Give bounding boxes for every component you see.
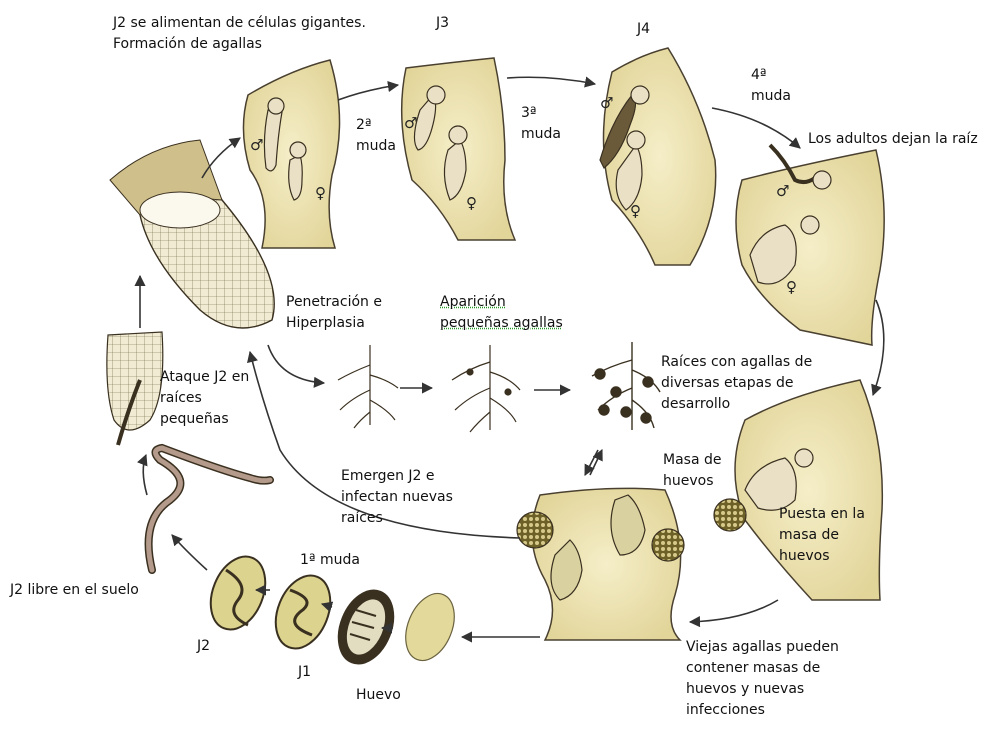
female-symbol-1: ♀ [315,184,326,202]
label-small-galls: Aparición pequeñas agallas [440,292,575,334]
label-j2: J2 [197,636,210,657]
label-egg: Huevo [356,685,401,706]
label-roots-galls: Raíces con agallas de diversas etapas de… [661,352,821,415]
male-symbol-3: ♂ [600,94,613,112]
egg-dividing [329,582,404,671]
egg-huevo [396,586,463,667]
free-j2-worm [149,448,270,570]
label-j2-feeding: J2 se alimentan de células gigantes. For… [113,13,373,55]
label-muda4: 4ª muda [751,65,801,107]
root-system-small-galls [452,345,520,432]
egg-j1 [266,567,341,656]
label-old-galls: Viejas agallas pueden contener masas de … [686,637,861,721]
label-j4: J4 [637,19,650,40]
root-system-galled [592,342,660,430]
male-symbol-2: ♂ [404,114,417,132]
female-symbol-3: ♀ [630,202,641,220]
root-system-young [338,345,398,428]
egg-j2 [201,548,276,637]
label-j1: J1 [298,662,311,683]
male-symbol-4: ♂ [776,182,789,200]
female-symbol-2: ♀ [466,194,477,212]
label-laying: Puesta en la masa de huevos [779,504,879,567]
label-egg-mass: Masa de huevos [663,450,741,492]
female-symbol-4: ♀ [786,278,797,296]
root-tip-attack [107,332,163,445]
label-free-j2: J2 libre en el suelo [10,580,139,601]
male-symbol-1: ♂ [250,136,263,154]
gall-j4 [604,48,716,265]
label-muda2: 2ª muda [356,115,406,157]
label-j3: J3 [436,13,449,34]
label-muda3: 3ª muda [521,103,571,145]
label-emerge-j2: Emergen J2 e infectan nuevas raíces [341,466,471,529]
label-muda1: 1ª muda [300,550,360,571]
label-attack-j2: Ataque J2 en raíces pequeñas [160,367,250,430]
label-penetration: Penetración e Hiperplasia [286,292,406,334]
label-adults-leave: Los adultos dejan la raíz [808,129,986,150]
